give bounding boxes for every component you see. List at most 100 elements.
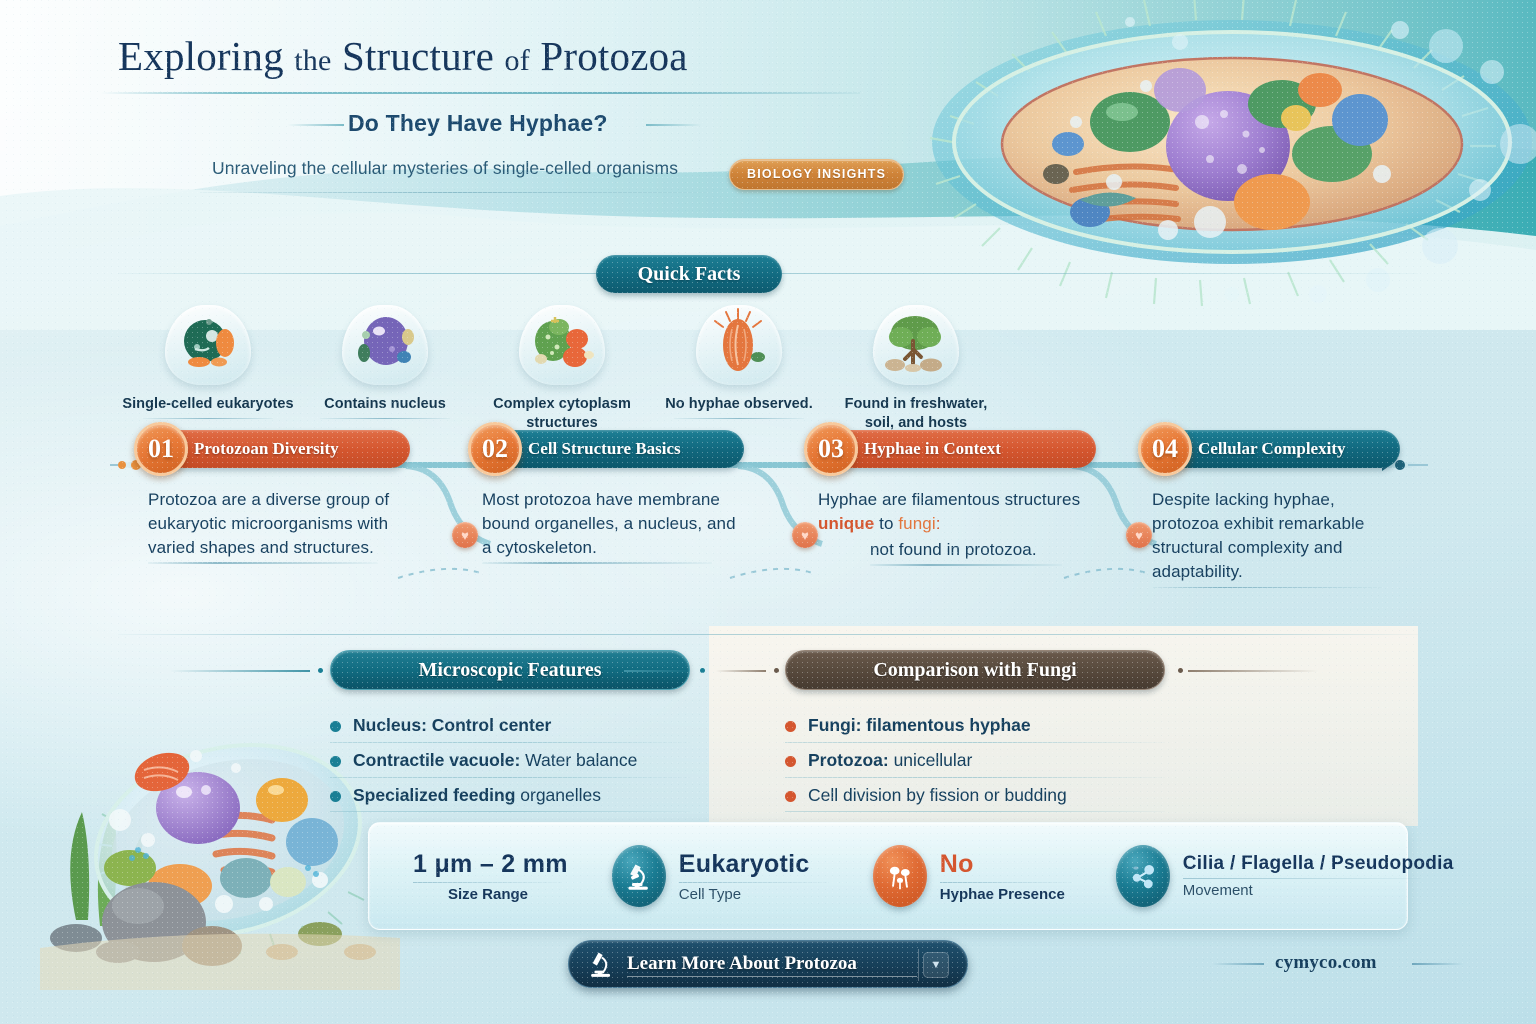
bullet-text: Protozoa: unicellular — [808, 749, 973, 770]
stat-movement[interactable]: Cilia / Flagella / Pseudopodia Movement — [1115, 822, 1454, 930]
microscopic-features-panel: Microscopic Features Nucleus: Control ce… — [330, 650, 690, 813]
bullet-text: Fungi: filamentous hyphae — [808, 715, 1031, 735]
bullet-dot-icon — [785, 790, 796, 802]
subtitle-rule-right — [646, 124, 702, 126]
step-underline — [1152, 586, 1382, 588]
bullet-divider — [785, 776, 1165, 778]
bullet-divider — [785, 811, 1165, 813]
list-item[interactable]: Specialized feeding organelles — [330, 778, 690, 812]
step-body-highlight-fungi: fungi — [898, 514, 936, 534]
step-chip[interactable]: 04 Cellular Complexity — [1138, 422, 1400, 476]
title-word-structure: Structure — [341, 33, 495, 79]
step-item[interactable]: 02 Cell Structure Basics Most protozoa h… — [468, 422, 744, 564]
learn-more-button[interactable]: Learn More About Protozoa ▼ — [568, 940, 968, 988]
stat-hyphae-presence[interactable]: No Hyphae Presence — [872, 822, 1072, 930]
bullet-dot-icon — [785, 721, 796, 732]
stat-cell-type[interactable]: Eukaryotic Cell Type — [611, 822, 829, 930]
panel-rule-left-2 — [716, 670, 766, 672]
quick-fact-label: No hyphae observed. — [665, 396, 813, 412]
stat-value: Cilia / Flagella / Pseudopodia — [1182, 853, 1454, 874]
footer-rule-right — [1412, 963, 1464, 965]
step-body: Hyphae are filamentous structures unique… — [818, 488, 1096, 562]
stat-rule — [939, 881, 1072, 883]
bullet-dot-icon — [330, 721, 341, 732]
bullet-dot-icon — [330, 755, 341, 767]
quick-fact-item[interactable]: No hyphae observed. — [649, 305, 829, 420]
step-title: Protozoan Diversity — [194, 439, 339, 458]
quick-fact-item[interactable]: Found in freshwater, soil, and hosts — [826, 305, 1006, 433]
step-chip[interactable]: 01 Protozoan Diversity — [134, 422, 410, 476]
step-number: 03 — [804, 422, 858, 476]
bullet-dot-icon — [330, 790, 341, 802]
quick-fact-label: Found in freshwater, soil, and hosts — [844, 396, 988, 432]
step-title: Cell Structure Basics — [528, 439, 681, 458]
quick-facts-list: Single-celled eukaryotes Contains nucleu… — [118, 305, 1018, 439]
bullet-text: Contractile vacuole: Water balance — [353, 749, 638, 770]
list-item[interactable]: Cell division by fission or budding — [785, 778, 1165, 812]
panel-heading: Comparison with Fungi — [785, 650, 1165, 690]
quick-fact-item[interactable]: Single-celled eukaryotes — [118, 305, 298, 420]
stat-label: Hyphae Presence — [939, 885, 1065, 903]
protozoan-cell-icon — [165, 305, 251, 385]
list-item[interactable]: Protozoa: unicellular — [785, 743, 1165, 777]
quick-fact-item[interactable]: Contains nucleus — [295, 305, 475, 420]
header: Exploring the Structure of Protozoa Do T… — [0, 0, 1536, 240]
stats-bar: 1 μm – 2 mm Size Range Eukaryotic Cell T — [368, 822, 1453, 930]
step-underline — [148, 562, 378, 564]
bullet-text: Specialized feeding organelles — [353, 784, 602, 805]
chevron-down-icon[interactable]: ▼ — [923, 952, 949, 978]
seed-cell-icon — [696, 305, 782, 385]
panel-bullets: Nucleus: Control center Contractile vacu… — [330, 708, 690, 813]
panel-bullets: Fungi: filamentous hyphae Protozoa: unic… — [785, 708, 1165, 813]
step-chip[interactable]: 02 Cell Structure Basics — [468, 422, 744, 476]
page-subtitle: Do They Have Hyphae? — [348, 110, 608, 136]
panel-dot-left-2 — [774, 668, 779, 673]
step-item[interactable]: 03 Hyphae in Context Hyphae are filament… — [804, 422, 1096, 566]
heart-icon: ♥ — [452, 522, 478, 548]
quick-fact-underline — [143, 418, 273, 420]
bullet-text: Nucleus: Control center — [353, 715, 552, 735]
step-body-pre: Hyphae are filamentous structures — [818, 490, 1081, 509]
step-item[interactable]: 04 Cellular Complexity Despite lacking h… — [1138, 422, 1400, 588]
step-number: 02 — [468, 422, 522, 476]
title-word-protozoa: Protozoa — [540, 33, 688, 79]
quick-fact-label: Complex cytoplasm structures — [493, 396, 631, 432]
quick-fact-item[interactable]: Complex cytoplasm structures — [472, 305, 652, 439]
step-item[interactable]: 01 Protozoan Diversity Protozoa are a di… — [134, 422, 410, 564]
stat-value: 1 μm – 2 mm — [413, 849, 568, 878]
subtitle-rule-left — [288, 124, 344, 126]
stat-rule — [678, 881, 829, 883]
microscope-icon — [611, 845, 666, 907]
list-item[interactable]: Nucleus: Control center — [330, 708, 690, 742]
panel-rule-left — [170, 670, 310, 672]
step-title: Hyphae in Context — [864, 439, 1001, 458]
panel-dot-left — [318, 668, 323, 673]
quick-fact-underline — [320, 418, 450, 420]
bullet-divider — [330, 776, 690, 778]
list-item[interactable]: Contractile vacuole: Water balance — [330, 743, 690, 777]
step-body-mid: to — [874, 514, 899, 534]
panel-dot-right — [700, 668, 705, 673]
microscope-icon — [591, 952, 611, 977]
step-chip[interactable]: 03 Hyphae in Context — [804, 422, 1096, 476]
footer-site: cymyco.com — [1275, 952, 1377, 973]
step-number: 04 — [1138, 422, 1192, 476]
panel-heading: Microscopic Features — [330, 650, 690, 690]
protozoa-illustration-secondary — [40, 743, 400, 990]
cta-separator — [918, 949, 919, 981]
step-underline — [482, 562, 712, 564]
quick-fact-label: Single-celled eukaryotes — [122, 396, 294, 412]
title-word-the: the — [294, 44, 332, 77]
biology-insights-badge[interactable]: BIOLOGY INSIGHTS — [729, 159, 905, 190]
stat-size-range[interactable]: 1 μm – 2 mm Size Range — [413, 822, 568, 930]
list-item[interactable]: Fungi: filamentous hyphae — [785, 708, 1165, 742]
stat-label: Size Range — [447, 885, 529, 903]
title-word-of: of — [504, 44, 530, 77]
step-body-highlight-unique: unique — [818, 514, 875, 534]
organelles-icon — [519, 305, 605, 385]
panels-divider — [118, 634, 1418, 635]
page-tagline: Unraveling the cellular mysteries of sin… — [212, 158, 679, 178]
heart-icon: ♥ — [1126, 522, 1152, 548]
bullet-divider — [785, 741, 1165, 743]
